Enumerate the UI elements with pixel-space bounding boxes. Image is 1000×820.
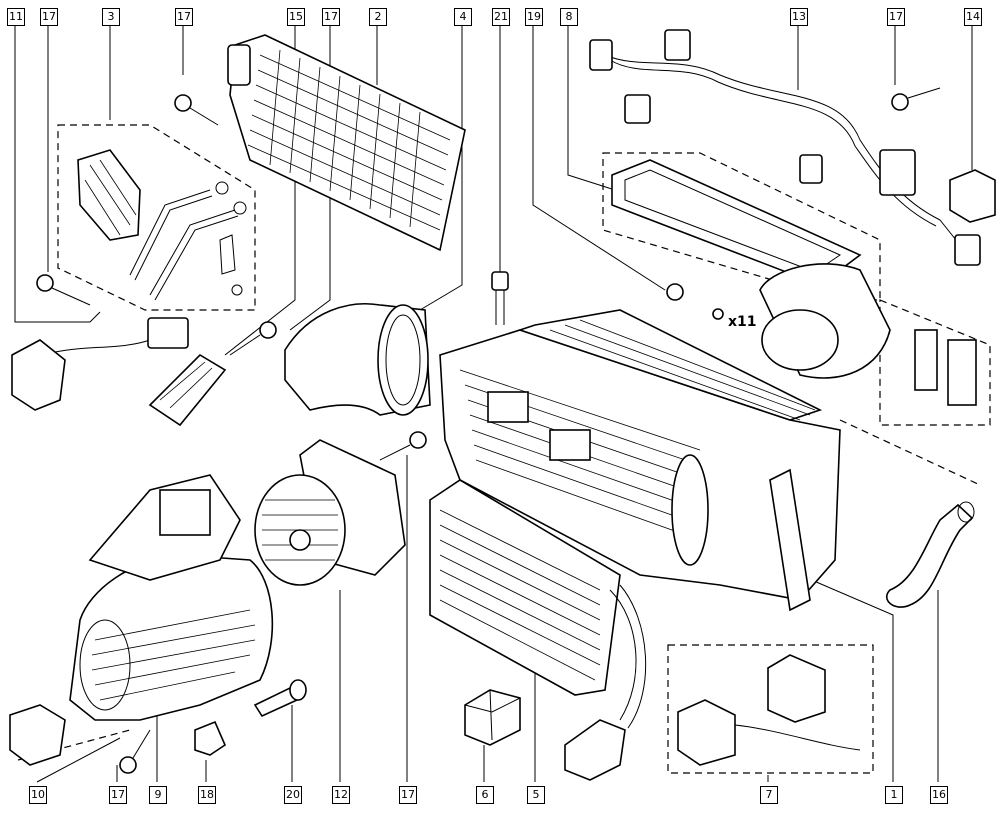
gasket-frame-8 xyxy=(611,159,891,379)
bolt-20 xyxy=(253,679,307,718)
callout-9: 9 xyxy=(149,786,167,804)
sensor-15 xyxy=(148,353,227,427)
relay-14 xyxy=(949,169,996,223)
callout-3: 3 xyxy=(102,8,120,26)
air-duct-4 xyxy=(284,303,431,416)
callout-18: 18 xyxy=(198,786,216,804)
screws xyxy=(36,87,941,774)
heater-housing xyxy=(439,309,841,612)
callout-21: 21 xyxy=(492,8,510,26)
callout-13: 13 xyxy=(790,8,808,26)
callout-10: 10 xyxy=(29,786,47,804)
callout-4: 4 xyxy=(454,8,472,26)
wiring-harness-13 xyxy=(589,29,981,266)
callout-20: 20 xyxy=(284,786,302,804)
callout-17: 17 xyxy=(40,8,58,26)
callout-1: 1 xyxy=(885,786,903,804)
brackets xyxy=(914,329,977,406)
callout-5: 5 xyxy=(527,786,545,804)
callout-11: 11 xyxy=(7,8,25,26)
actuator-10 xyxy=(9,704,66,766)
block-6 xyxy=(464,689,521,746)
resistor-kit-7 xyxy=(677,654,861,766)
blower-fan-12 xyxy=(254,439,406,586)
callout-2: 2 xyxy=(369,8,387,26)
pipes-kit xyxy=(77,149,247,301)
callout-12: 12 xyxy=(332,786,350,804)
callout-8: 8 xyxy=(560,8,578,26)
callout-16: 16 xyxy=(930,786,948,804)
evaporator-5 xyxy=(429,479,647,781)
callout-17: 17 xyxy=(399,786,417,804)
actuator-11 xyxy=(11,317,189,411)
blower-housing-9 xyxy=(69,474,274,721)
callout-17: 17 xyxy=(109,786,127,804)
hose-16 xyxy=(886,501,975,608)
clip-18 xyxy=(194,720,227,756)
heater-matrix xyxy=(227,34,466,252)
callout-6: 6 xyxy=(476,786,494,804)
bolt-21 xyxy=(491,271,509,325)
callout-15: 15 xyxy=(287,8,305,26)
callout-17: 17 xyxy=(175,8,193,26)
kit-outlines xyxy=(17,124,991,774)
callout-7: 7 xyxy=(760,786,778,804)
callout-17: 17 xyxy=(322,8,340,26)
callout-14: 14 xyxy=(964,8,982,26)
callout-17: 17 xyxy=(887,8,905,26)
callout-19: 19 xyxy=(525,8,543,26)
quantity-label: x11 xyxy=(728,314,757,330)
